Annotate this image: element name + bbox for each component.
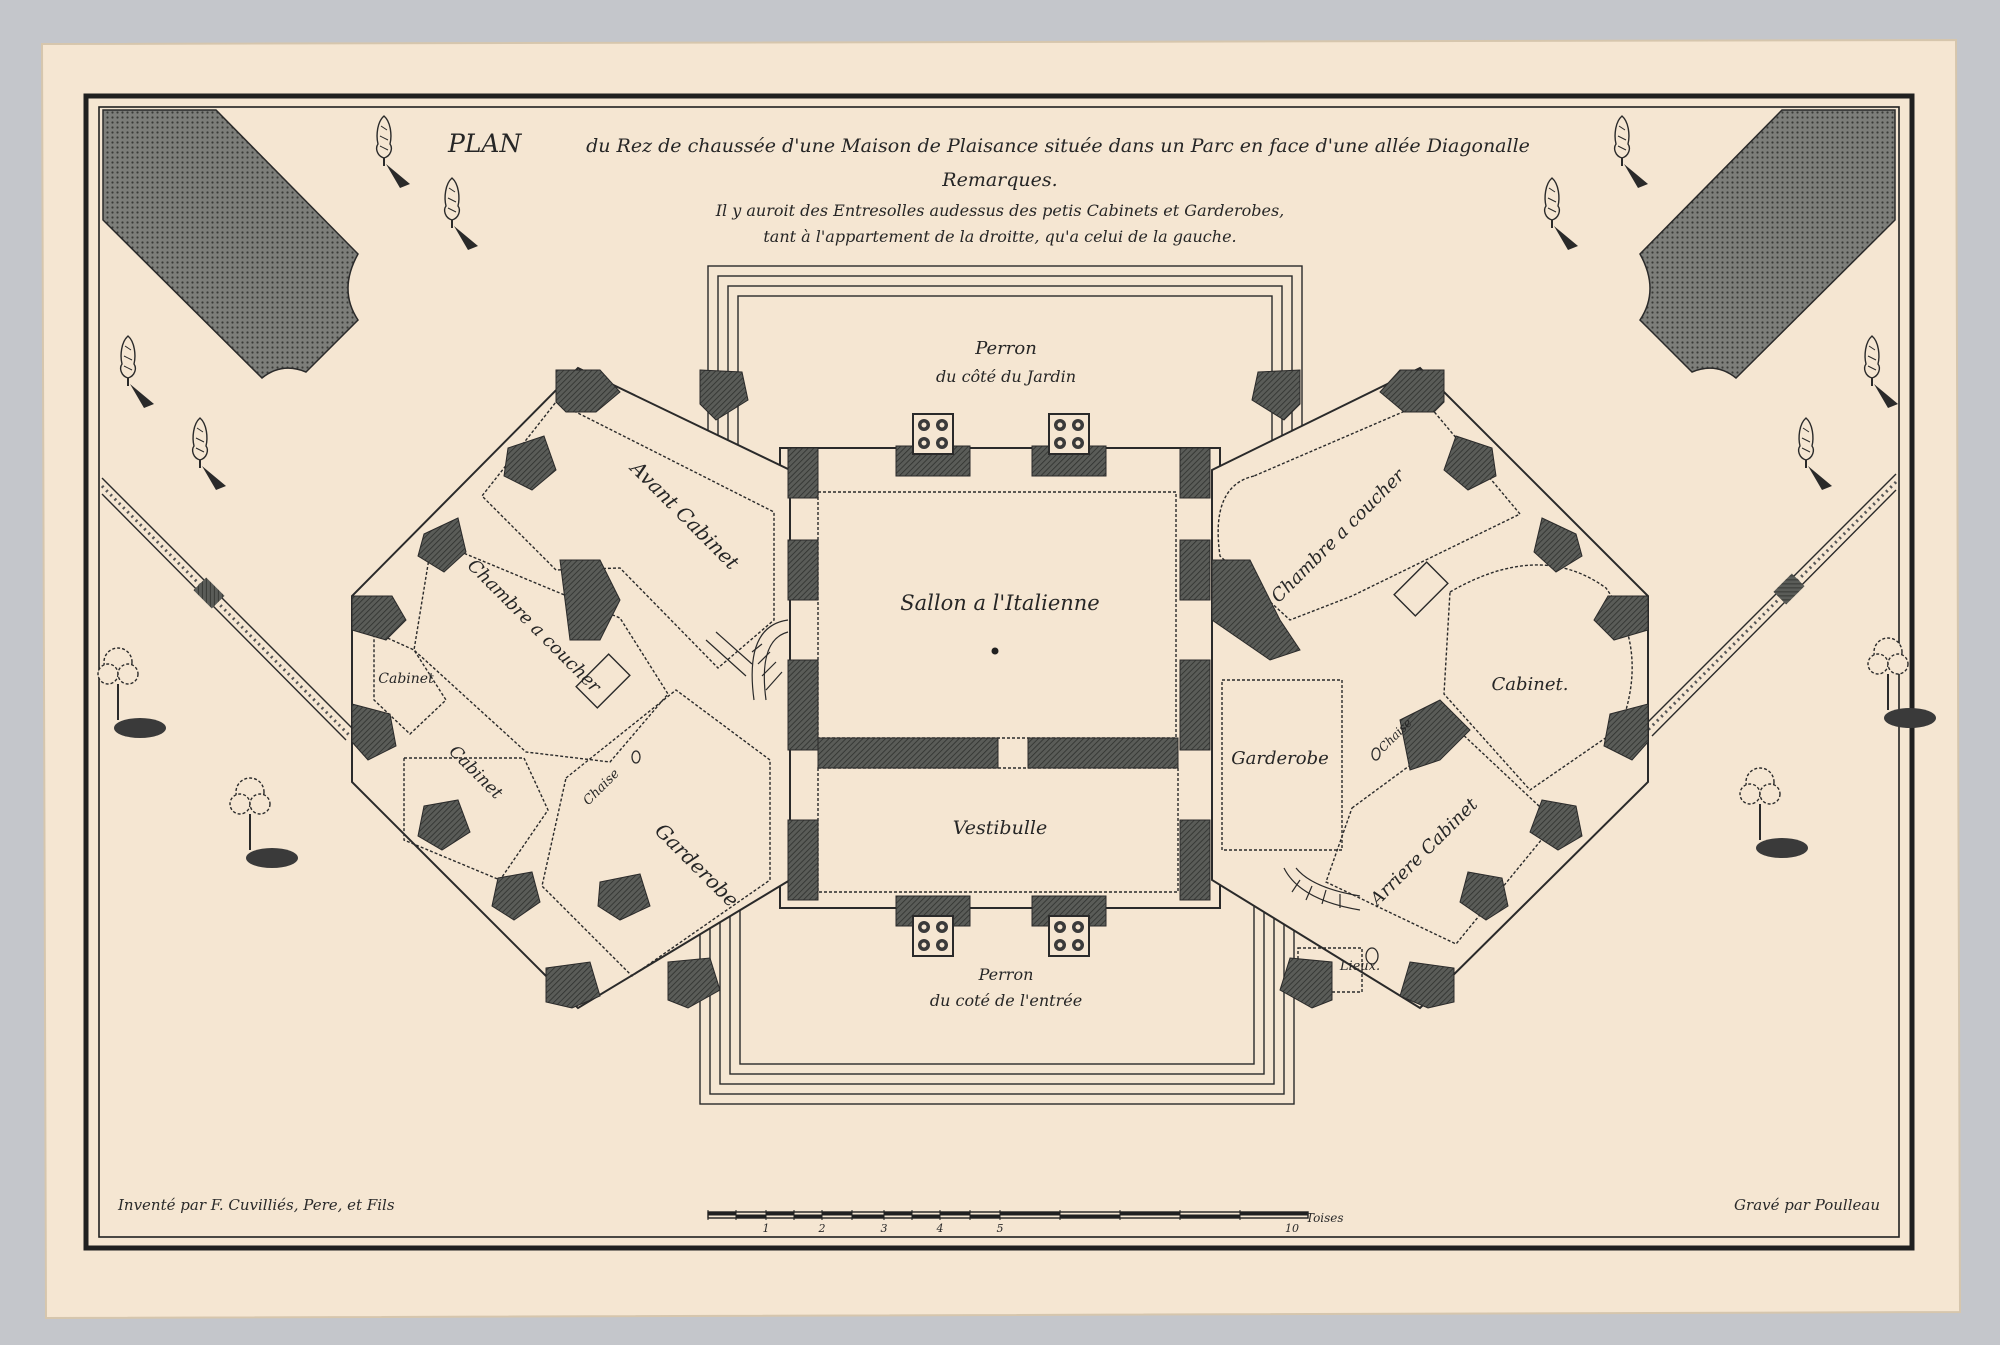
outer-border xyxy=(83,93,1915,1251)
staircase-left xyxy=(705,619,789,701)
scale-segment xyxy=(766,1212,794,1215)
scale-segment xyxy=(1060,1215,1120,1218)
scale-bar: Toises 1 2 3 4 5 10 xyxy=(707,1210,1344,1235)
perron-entry-label-1: Perron xyxy=(978,965,1034,984)
right-garderobe-label: Garderobe xyxy=(1231,748,1329,769)
scale-segment xyxy=(794,1215,822,1218)
building-floor xyxy=(351,366,1649,1010)
hatched-wall-piers xyxy=(351,369,1649,1009)
lieux-seat xyxy=(1365,947,1379,965)
scale-segment xyxy=(852,1215,884,1218)
right-lieux-label: Lieux. xyxy=(1339,959,1380,974)
bed-left xyxy=(575,653,631,709)
scale-segment xyxy=(1120,1212,1180,1215)
scale-segment xyxy=(884,1212,912,1215)
scale-segment xyxy=(1240,1212,1308,1215)
scale-segment xyxy=(1180,1215,1240,1218)
inventor-credit: Inventé par F. Cuvilliés, Pere, et Fils xyxy=(117,1196,395,1214)
engraver-credit: Gravé par Poulleau xyxy=(1734,1196,1880,1214)
scale-tick-3: 3 xyxy=(881,1222,888,1235)
scale-segment xyxy=(912,1215,940,1218)
chaise-left-seat xyxy=(631,750,641,764)
parterre-top-left xyxy=(102,109,359,380)
perron-entry-label-2: du coté de l'entrée xyxy=(930,991,1082,1010)
scale-segment xyxy=(940,1212,970,1215)
staircase-right xyxy=(1283,867,1361,911)
scale-segment xyxy=(1000,1212,1060,1215)
diagonal-alley-left xyxy=(100,477,357,741)
perron-garden-label-1: Perron xyxy=(974,338,1037,359)
salon-label: Sallon a l'Italienne xyxy=(900,591,1099,615)
perron-garden-label-2: du côté du Jardin xyxy=(936,367,1076,386)
remarks-line-2: tant à l'appartement de la droitte, qu'a… xyxy=(763,227,1236,246)
scale-tick-1: 1 xyxy=(763,1222,770,1235)
scale-segment xyxy=(736,1215,766,1218)
scale-unit-label: Toises xyxy=(1306,1211,1344,1225)
vestibule-label: Vestibulle xyxy=(953,817,1047,839)
scale-tick-5: 5 xyxy=(997,1222,1004,1235)
diagonal-alley-right xyxy=(1641,473,1898,737)
right-cabinet-label: Cabinet. xyxy=(1492,674,1569,695)
scale-tick-4: 4 xyxy=(936,1222,944,1235)
salon-center-mark xyxy=(991,647,999,655)
scale-segment xyxy=(822,1212,852,1215)
bed-right xyxy=(1393,561,1449,617)
left-cabinet-small-label: Cabinet xyxy=(378,671,434,687)
scale-tick-10: 10 xyxy=(1285,1222,1299,1235)
remarks-line-1: Il y auroit des Entresolles audessus des… xyxy=(715,201,1285,220)
plan-title: du Rez de chaussée d'une Maison de Plais… xyxy=(586,135,1530,157)
parterre-top-right xyxy=(1639,109,1896,380)
scale-segment xyxy=(708,1212,736,1215)
chaise-right-seat xyxy=(1371,747,1381,761)
scale-tick-2: 2 xyxy=(818,1222,826,1235)
remarks-heading: Remarques. xyxy=(941,169,1057,191)
scale-segment xyxy=(970,1215,1000,1218)
plan-title-word: PLAN xyxy=(447,129,522,158)
